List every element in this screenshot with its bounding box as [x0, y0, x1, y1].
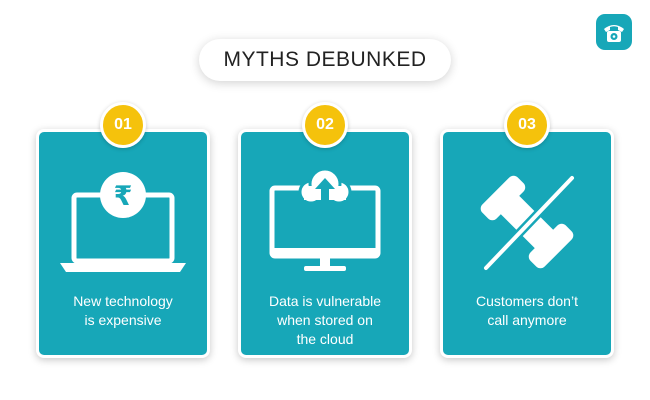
- number-badge-2: 02: [302, 102, 348, 148]
- page-title: MYTHS DEBUNKED: [199, 39, 451, 81]
- myth-caption: Data is vulnerable when stored on the cl…: [241, 292, 409, 349]
- myth-card-3: Customers don’t call anymore: [440, 129, 614, 358]
- brand-logo: [596, 14, 632, 50]
- icon-container: [443, 170, 611, 274]
- caption-line: is expensive: [84, 312, 162, 328]
- telephone-icon: [604, 25, 624, 42]
- icon-container: ₹: [39, 170, 207, 274]
- no-phone-icon: [480, 173, 577, 273]
- laptop-rupee-icon: ₹: [60, 172, 186, 272]
- myth-card-1: ₹ New technology is expensive: [36, 129, 210, 358]
- icon-container: [241, 170, 409, 274]
- myth-caption: Customers don’t call anymore: [443, 292, 611, 330]
- caption-line: when stored on: [277, 312, 373, 328]
- myth-caption: New technology is expensive: [39, 292, 207, 330]
- svg-text:₹: ₹: [114, 181, 133, 212]
- number-badge-1: 01: [100, 102, 146, 148]
- caption-line: Customers don’t: [476, 293, 578, 309]
- number-badge-3: 03: [504, 102, 550, 148]
- caption-line: New technology: [73, 293, 173, 309]
- myth-card-2: Data is vulnerable when stored on the cl…: [238, 129, 412, 358]
- monitor-cloud-upload-icon: [269, 170, 381, 271]
- caption-line: the cloud: [296, 331, 354, 347]
- caption-line: Data is vulnerable: [268, 293, 382, 309]
- caption-line: call anymore: [487, 312, 567, 328]
